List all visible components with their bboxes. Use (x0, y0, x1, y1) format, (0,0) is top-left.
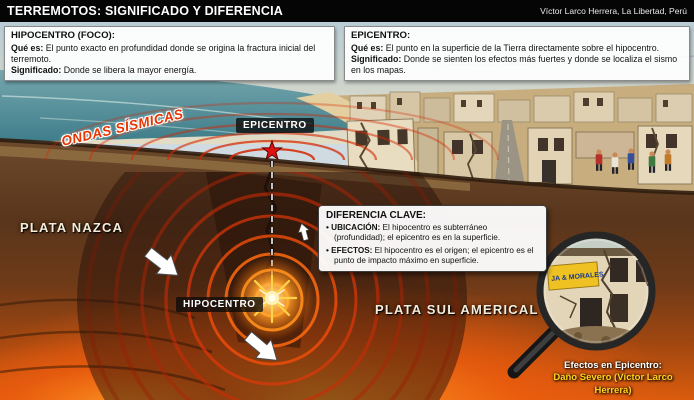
hipocentro-label: HIPOCENTRO (176, 297, 263, 312)
building-sign-text: JA & MORALES (551, 271, 604, 283)
location-text: Víctor Larco Herrera, La Libertad, Perú (540, 6, 687, 16)
efectos-label: EFECTOS: (331, 245, 373, 255)
people-group (595, 148, 672, 174)
diferencia-title: DIFERENCIA CLAVE: (326, 210, 426, 221)
que-es-label: Qué es: (351, 42, 384, 53)
que-es-text: El punto exacto en profundidad donde se … (11, 42, 316, 64)
ubicacion-label: UBICACIÓN: (331, 223, 381, 232)
plate-nazca-label: PLATA NAZCA (20, 220, 124, 235)
epicentro-label: EPICENTRO (236, 118, 314, 133)
bullet-marker: • (326, 245, 329, 255)
plate-arrow-bottom (243, 331, 278, 362)
bullet-marker: • (326, 223, 329, 232)
caption-line2: Daño Severo (Víctor Larco Herrera) (553, 372, 673, 396)
significado-text: Donde se libera la mayor energía. (61, 64, 197, 75)
significado-label: Significado: (11, 64, 62, 75)
efectos-text: El hipocentro es el origen; el epicentro… (334, 245, 534, 265)
epicentro-info-box: EPICENTRO: Qué es: El punto en la superf… (344, 26, 690, 81)
magnifying-glass: JA & MORALES (507, 231, 656, 379)
plate-arrow-left (143, 246, 179, 276)
plate-sudamerica-label: PLATA SUL AMERICAL (375, 302, 539, 317)
diff-bullet-ubicacion: • UBICACIÓN: El hipocentro es subterráne… (326, 223, 539, 244)
hipocentro-info-box: HIPOCENTRO (FOCO): Qué es: El punto exac… (4, 26, 335, 81)
epicenter-star (261, 139, 283, 161)
magnifier-rim (536, 231, 656, 351)
hipocentro-box-title: HIPOCENTRO (FOCO): (11, 30, 115, 41)
significado-label: Significado: (351, 53, 402, 64)
page-title: TERREMOTOS: SIGNIFICADO Y DIFERENCIA (7, 4, 283, 18)
significado-text: Donde se sienten los efectos más fuertes… (351, 53, 678, 75)
hipocentro-box-body: Qué es: El punto exacto en profundidad d… (11, 43, 328, 76)
epicentro-box-body: Qué es: El punto en la superficie de la … (351, 43, 683, 76)
building-sign: JA & MORALES (546, 261, 604, 291)
que-es-text: El punto en la superficie de la Tierra d… (383, 42, 660, 53)
caption-line1: Efectos en Epicentro: (564, 360, 662, 371)
ubicacion-text: El hipocentro es subterráneo (profundida… (334, 223, 501, 243)
diferencia-clave-box: DIFERENCIA CLAVE: • UBICACIÓN: El hipoce… (318, 205, 547, 272)
hypocenter-burst (230, 256, 314, 340)
epicentro-box-title: EPICENTRO: (351, 30, 411, 41)
plate-arrow-small (297, 222, 310, 242)
street (494, 120, 526, 190)
wall-crack (600, 249, 616, 329)
magnifier-caption: Efectos en Epicentro: Daño Severo (Vícto… (534, 360, 692, 397)
city-buildings (346, 91, 693, 194)
que-es-label: Qué es: (11, 42, 44, 53)
diff-bullet-efectos: • EFECTOS: El hipocentro es el origen; e… (326, 246, 539, 267)
header-bar: TERREMOTOS: SIGNIFICADO Y DIFERENCIA Víc… (0, 0, 694, 22)
